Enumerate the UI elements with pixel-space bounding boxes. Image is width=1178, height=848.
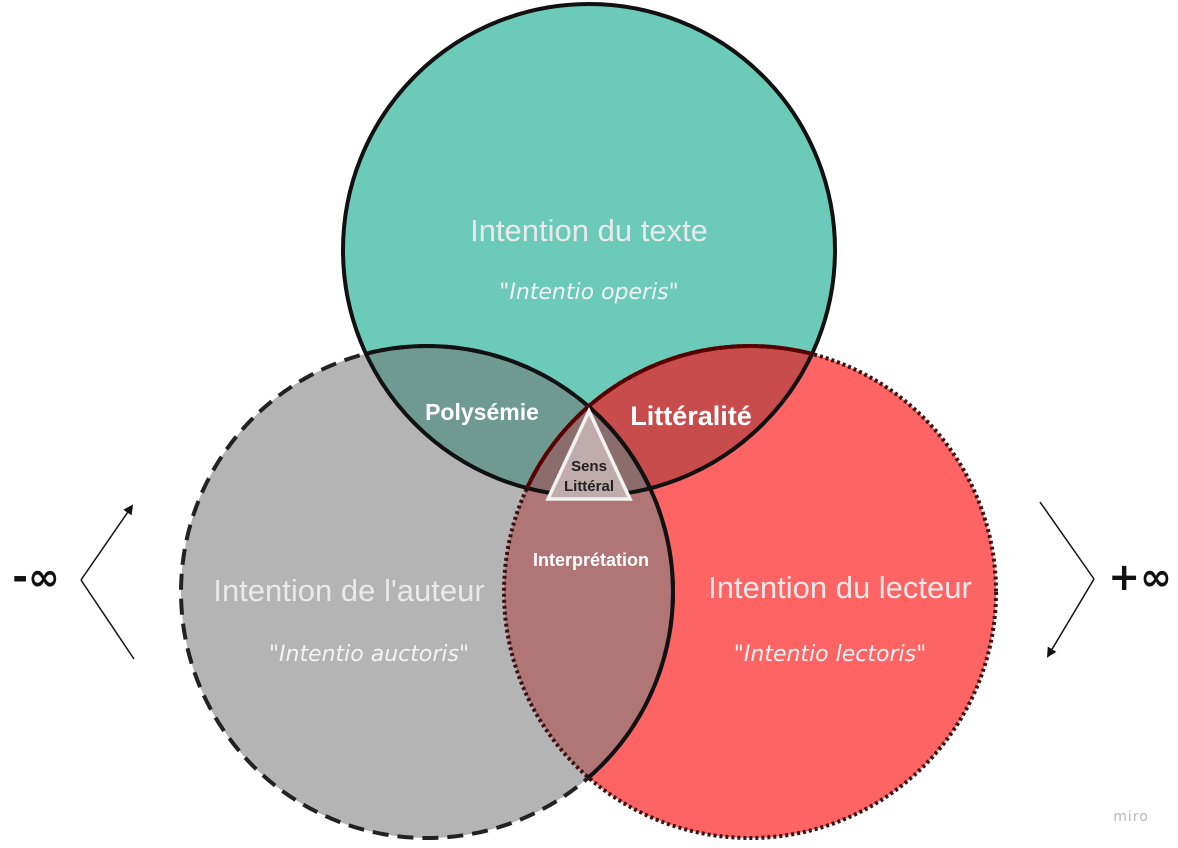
label-litteralite: Littéralité: [630, 401, 752, 431]
left-arrow-upper: [80, 504, 134, 581]
title-lecteur: Intention du lecteur: [708, 570, 972, 605]
subtitle-lecteur: "Intentio lectoris": [734, 642, 926, 667]
miro-watermark: miro: [1113, 809, 1149, 825]
overlap-center: [504, 346, 673, 496]
center-label-line2: Littéral: [564, 478, 614, 495]
subtitle-auteur: "Intentio auctoris": [269, 642, 469, 667]
label-interpretation: Interprétation: [533, 550, 649, 570]
label-polysemie: Polysémie: [425, 399, 539, 425]
title-texte: Intention du texte: [470, 213, 708, 248]
subtitle-texte: "Intentio operis": [499, 280, 679, 305]
center-label-line1: Sens: [571, 458, 607, 475]
plus-infinity-label: +∞: [1108, 555, 1172, 599]
left-bracket-lower: [80, 579, 135, 660]
right-bracket-upper: [1039, 501, 1095, 580]
minus-infinity-label: -∞: [12, 555, 59, 599]
center-triangle: [545, 406, 633, 501]
right-arrow-lower: [1046, 578, 1095, 658]
title-auteur: Intention de l'auteur: [213, 573, 484, 608]
